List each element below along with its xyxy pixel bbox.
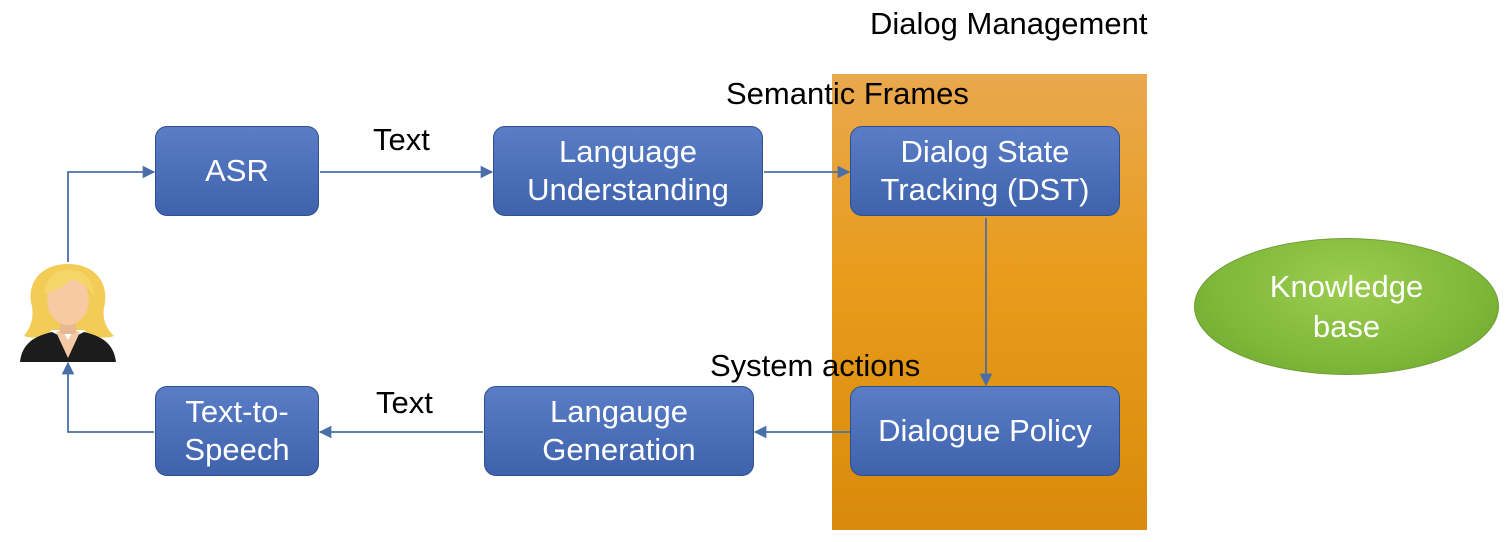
semantic-frames-label: Semantic Frames (726, 76, 969, 111)
language-generation-box: Langauge Generation (484, 386, 754, 476)
knowledge-base-ellipse: Knowledge base (1194, 238, 1499, 375)
dialog-management-title: Dialog Management (870, 6, 1148, 41)
text-label-bottom: Text (376, 385, 433, 420)
dialogue-policy-box: Dialogue Policy (850, 386, 1120, 476)
language-understanding-box: Language Understanding (493, 126, 763, 216)
arrow-tts-to-user (61, 361, 154, 433)
dialog-state-tracking-box: Dialog State Tracking (DST) (850, 126, 1120, 216)
user-avatar-icon (20, 264, 116, 362)
asr-box: ASR (155, 126, 319, 216)
text-label-top: Text (373, 122, 430, 157)
text-to-speech-box: Text-to- Speech (155, 386, 319, 476)
arrow-user-to-asr (67, 165, 156, 262)
system-actions-label: System actions (710, 348, 921, 383)
